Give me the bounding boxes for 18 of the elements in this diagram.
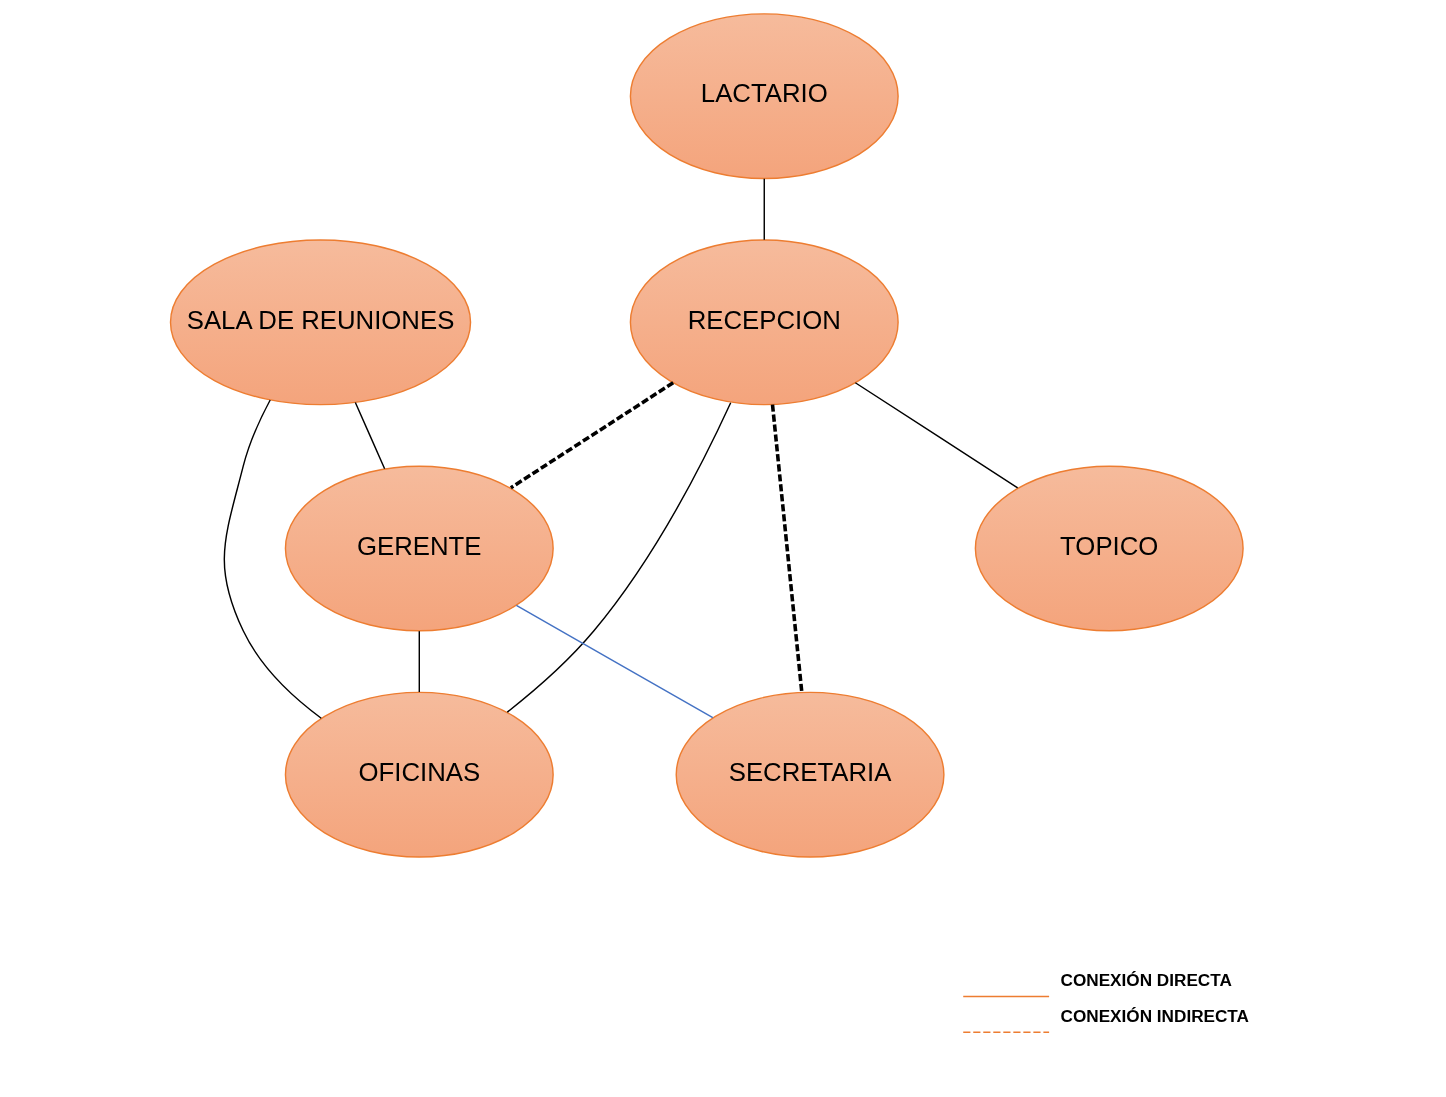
legend-label: CONEXIÓN INDIRECTA — [1060, 1005, 1249, 1026]
node-ellipse: RECEPCION — [629, 239, 899, 406]
connector — [854, 382, 1019, 489]
connector — [509, 381, 675, 490]
legend-label: CONEXIÓN DIRECTA — [1060, 969, 1232, 990]
connector — [223, 399, 322, 719]
connector — [354, 401, 386, 470]
node-ellipse: TOPICO — [974, 465, 1244, 632]
node-ellipse: SALA DE REUNIONES — [169, 239, 472, 406]
node-ellipse: LACTARIO — [629, 13, 899, 180]
node-ellipse: OFICINAS — [284, 691, 554, 858]
node-ellipse: GERENTE — [284, 465, 554, 632]
connector — [418, 630, 420, 693]
connector — [763, 178, 765, 241]
connector — [770, 404, 804, 693]
node-ellipse: SECRETARIA — [675, 691, 945, 858]
connector — [515, 604, 714, 719]
connector — [506, 401, 732, 713]
